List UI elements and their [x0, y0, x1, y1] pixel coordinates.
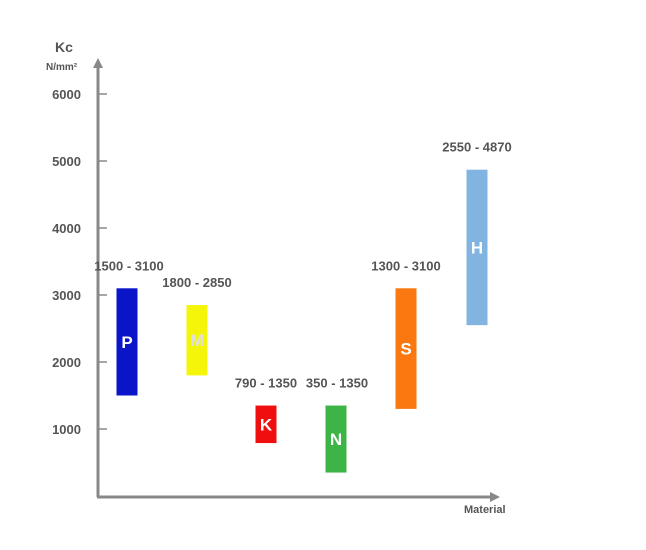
range-value-label-n: 350 - 1350 — [306, 376, 368, 391]
bar-code-label-m: M — [190, 331, 204, 350]
range-value-label-k: 790 - 1350 — [235, 376, 297, 391]
axes — [93, 58, 500, 502]
bar-code-label-p: P — [121, 333, 132, 352]
range-value-label-p: 1500 - 3100 — [94, 258, 163, 273]
bar-code-label-k: K — [260, 415, 273, 434]
range-bar-n — [325, 405, 347, 473]
bar-code-label-n: N — [330, 430, 342, 449]
bar-code-label-s: S — [400, 340, 411, 359]
range-bar-k — [255, 405, 277, 444]
range-bar-p — [116, 288, 138, 396]
y-tick-label: 4000 — [52, 221, 81, 236]
bar-code-label-h: H — [471, 238, 483, 257]
y-axis-unit: N/mm² — [46, 62, 78, 73]
x-axis-label: Material — [464, 504, 506, 516]
y-axis-label: Kc — [55, 39, 73, 55]
y-tick-label: 3000 — [52, 288, 81, 303]
range-value-label-m: 1800 - 2850 — [162, 275, 231, 290]
y-tick-label: 5000 — [52, 154, 81, 169]
range-bar-m — [186, 305, 208, 376]
range-value-label-h: 2550 - 4870 — [442, 140, 511, 155]
y-tick-label: 2000 — [52, 355, 81, 370]
x-axis-arrow-icon — [490, 492, 500, 502]
range-bar-h — [466, 169, 488, 326]
range-bar-s — [395, 288, 417, 409]
y-ticks: 1000 2000 3000 4000 5000 6000 — [52, 87, 107, 437]
y-tick-label: 6000 — [52, 87, 81, 102]
y-axis-arrow-icon — [93, 58, 103, 68]
y-tick-label: 1000 — [52, 422, 81, 437]
range-value-label-s: 1300 - 3100 — [371, 258, 440, 273]
